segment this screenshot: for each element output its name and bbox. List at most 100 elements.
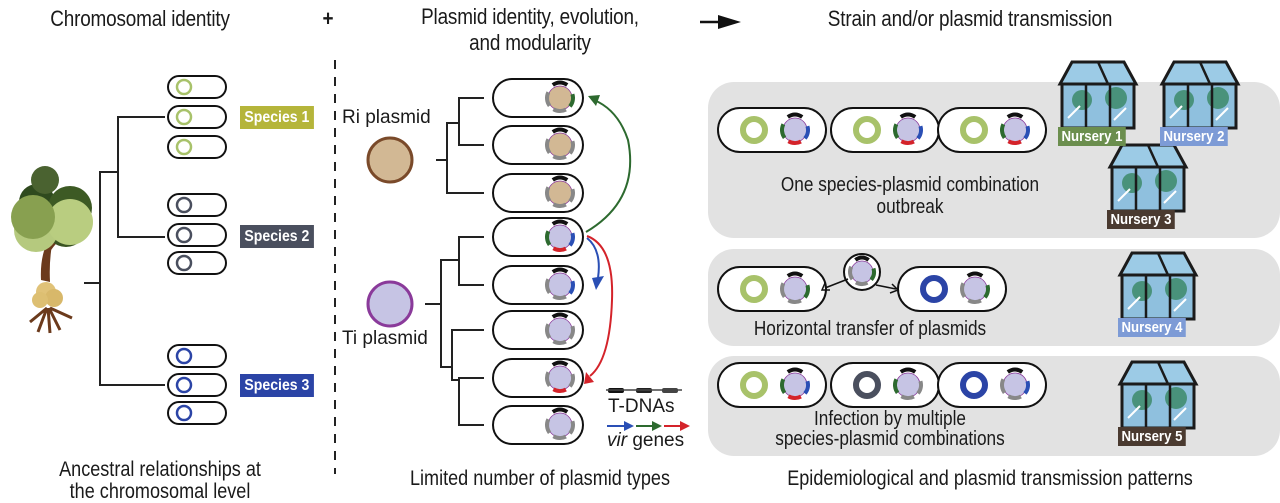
species-1-label: Species 1 <box>240 106 314 129</box>
vir-arc-left <box>545 186 552 202</box>
glass-glint <box>1127 296 1141 310</box>
greenhouse-icon <box>1107 143 1189 213</box>
tdna-icon <box>854 255 870 262</box>
bacterium-cell <box>492 217 584 257</box>
plasmid-caption: Limited number of plasmid types <box>410 467 670 490</box>
chromosome-ring-icon <box>175 226 193 244</box>
nursery-2-label: Nursery 2 <box>1160 127 1228 146</box>
ti-plasmid-label: Ti plasmid <box>342 328 428 349</box>
vir-arc-bottom <box>967 298 982 304</box>
vir-arc-left <box>960 282 967 298</box>
vir-arc-right <box>568 188 575 203</box>
red-transfer-arrow <box>586 235 614 377</box>
cell-outline <box>167 223 227 247</box>
glass-glint <box>1163 190 1177 204</box>
bacterium-cell <box>492 265 584 305</box>
nursery-1-label: Nursery 1 <box>1058 127 1126 146</box>
cell-outline <box>167 401 227 425</box>
vir-arc-bottom <box>552 294 567 300</box>
vir-arc-left <box>1000 378 1007 394</box>
tdna-icon <box>551 219 569 226</box>
chromosome-ring-icon <box>853 116 881 144</box>
plus-sign: + <box>322 6 334 31</box>
vir-arc-right <box>1023 380 1030 395</box>
plasmid-body <box>782 276 808 302</box>
legend-vir-rest: genes <box>627 430 685 451</box>
tree-canopy <box>1122 173 1142 193</box>
plasmid-icon <box>545 219 575 252</box>
bacterium-cell <box>897 266 1007 312</box>
cell-outline <box>167 135 227 159</box>
vir-arc-bottom <box>787 394 802 400</box>
cell-outline <box>167 373 227 397</box>
tree-canopy <box>1105 87 1127 109</box>
plasmid-icon <box>545 267 575 300</box>
vir-arc-bottom <box>787 139 802 145</box>
vir-arc-left <box>780 378 787 394</box>
tdna-icon <box>551 127 569 134</box>
vir-arc-bottom <box>900 394 915 400</box>
tdna-icon <box>551 360 569 367</box>
multiple-infection-caption-line1: Infection by multiple <box>813 408 967 430</box>
chromosome-ring-icon <box>175 196 193 214</box>
plasmid-cells <box>492 78 584 445</box>
vir-arc-bottom <box>552 107 567 113</box>
tree-canopy <box>1132 390 1152 410</box>
green-arrowhead <box>588 95 600 106</box>
plasmid-icon <box>893 112 923 145</box>
vir-arc-left <box>848 265 855 281</box>
plasmid-icon <box>960 271 990 304</box>
vir-arc-bottom <box>552 202 567 208</box>
bacterium-cell <box>717 266 827 312</box>
greenhouse-roof <box>1159 60 1241 86</box>
transition-arrow-icon <box>700 15 741 29</box>
vir-arc-bottom <box>900 139 915 145</box>
bacterium-cell <box>167 251 227 275</box>
bacterium-cell <box>167 401 227 425</box>
nursery-4-label: Nursery 4 <box>1118 318 1186 337</box>
multiple-infection-caption-line2: species-plasmid combinations <box>775 428 1005 450</box>
tree-canopy <box>1207 87 1229 109</box>
nursery-3-label: Nursery 3 <box>1107 210 1175 229</box>
plasmid-body <box>782 117 808 143</box>
tdna-icon <box>899 112 917 119</box>
vir-arc-right <box>983 284 990 299</box>
chromosome-ring-icon <box>853 371 881 399</box>
tree-icon <box>11 166 93 334</box>
vir-arc-left <box>545 418 552 434</box>
chromosome-ring-icon <box>740 275 768 303</box>
plasmid-icon <box>1000 112 1030 145</box>
vir-arc-left <box>545 371 552 387</box>
vir-arc-left <box>545 230 552 246</box>
bacterium-cell <box>492 310 584 350</box>
vir-arc-left <box>545 278 552 294</box>
bacterium-cell <box>167 135 227 159</box>
greenhouse-roof <box>1117 251 1199 277</box>
plasmid-icon <box>1000 367 1030 400</box>
plasmid-icon <box>780 271 810 304</box>
chromosomal-caption-line1: Ancestral relationships at <box>59 458 261 481</box>
cell-outline <box>167 105 227 129</box>
cell-outline <box>167 75 227 99</box>
glass-glint <box>1127 405 1141 419</box>
heading-chromosomal-identity: Chromosomal identity <box>50 6 230 31</box>
bacterium-cell <box>167 223 227 247</box>
chromosome-ring-icon <box>175 347 193 365</box>
bacterium-cell <box>830 362 940 408</box>
vir-arc-left <box>893 123 900 139</box>
chromosome-ring-icon <box>175 376 193 394</box>
greenhouse-icon <box>1117 360 1199 430</box>
plasmid-body <box>850 260 874 284</box>
tdna-icon <box>786 271 804 278</box>
vir-arc-right <box>568 140 575 155</box>
outbreak-caption-line1: One species-plasmid combination <box>780 174 1040 196</box>
tdna-icon <box>551 80 569 87</box>
bacterium-cell <box>492 173 584 213</box>
bacterium-cell <box>830 107 940 153</box>
species-2-label: Species 2 <box>240 225 314 248</box>
glass-glint <box>1113 107 1127 121</box>
vir-transfer-arrows <box>584 95 632 384</box>
transferred-plasmid <box>843 253 881 291</box>
